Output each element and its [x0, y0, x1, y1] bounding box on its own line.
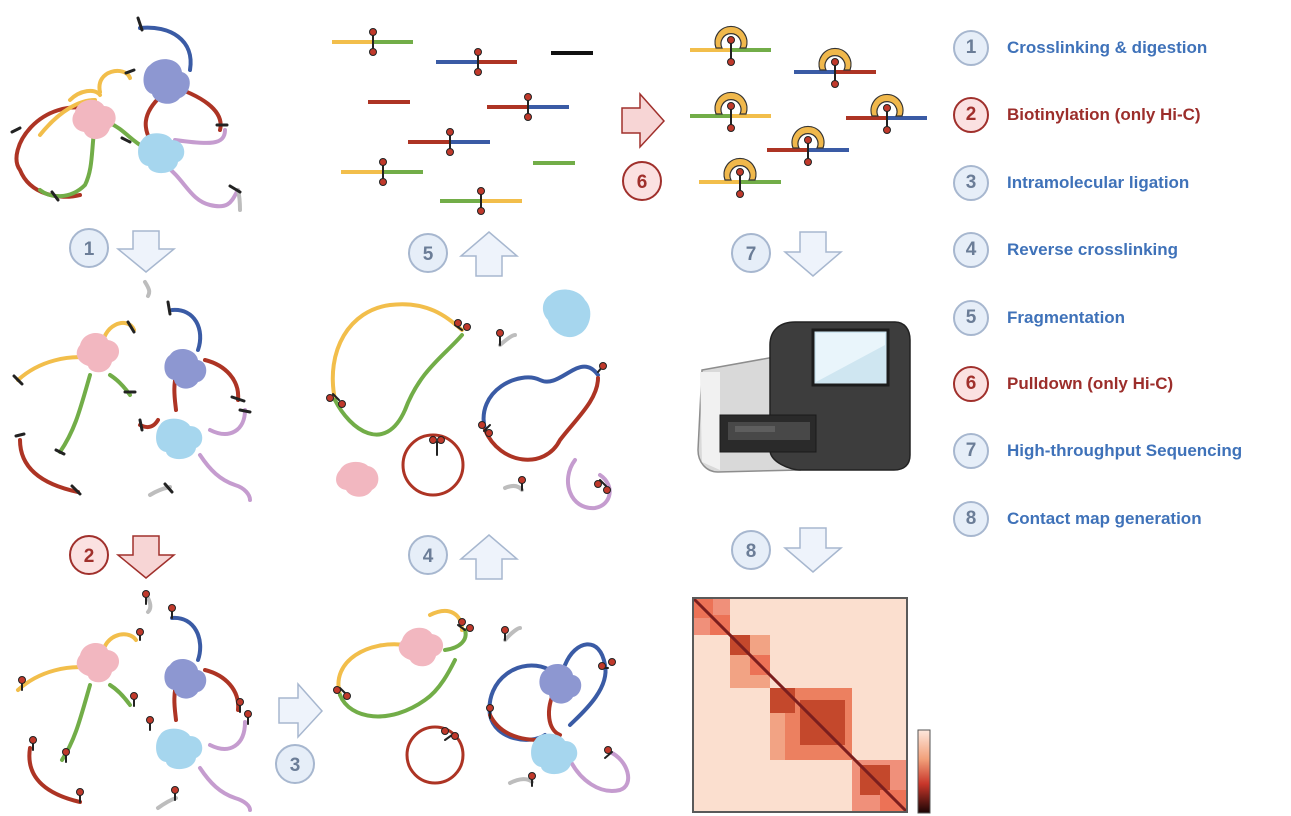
legend-badge-2: 2: [953, 97, 989, 133]
legend-badge-7: 7: [953, 433, 989, 469]
protein-blob-icon: [76, 333, 120, 373]
heatmap-colorbar: [917, 729, 931, 814]
step-2-number: 2: [84, 546, 95, 567]
crosslinked-chromatin-panel: [10, 16, 242, 212]
biotin-marker-icon: [727, 36, 891, 198]
protein-blob-icon: [72, 99, 116, 140]
step-4-number: 4: [423, 546, 434, 567]
sequencer-machine-icon: [697, 321, 911, 473]
protein-blob-icon: [138, 133, 185, 174]
legend-item-1: 1 Crosslinking & digestion: [953, 28, 1207, 68]
legend-label-4: Reverse crosslinking: [1007, 240, 1179, 259]
step-8-number: 8: [746, 541, 757, 562]
legend-item-4: 4 Reverse crosslinking: [953, 230, 1178, 270]
down-arrow-icon: [782, 231, 844, 277]
step-5-number: 5: [423, 244, 434, 265]
legend-item-8: 8 Contact map generation: [953, 499, 1202, 539]
legend-badge-3: 3: [953, 165, 989, 201]
step-3-marker: 3: [275, 682, 324, 784]
step-7-number: 7: [746, 244, 757, 265]
protein-blob-icon: [542, 289, 591, 338]
protein-blob-icon: [164, 348, 207, 389]
down-arrow-icon: [115, 535, 177, 579]
legend-item-6: 6 Pulldown (only Hi-C): [953, 364, 1173, 404]
protein-blob-icon: [531, 733, 578, 775]
pulldown-panel: [690, 25, 927, 198]
biotinylated-chromatin-panel: [16, 590, 252, 812]
legend-label-7: High-throughput Sequencing: [1007, 441, 1243, 460]
protein-blob-icon: [336, 461, 379, 497]
protein-blob-icon: [156, 418, 203, 460]
step-6-marker: 6: [621, 92, 666, 201]
digested-chromatin-panel: [12, 280, 252, 502]
protein-blob-icon: [164, 658, 207, 699]
biotin-marker-icon: [369, 28, 532, 215]
protein-blob-icon: [398, 627, 444, 667]
protein-blob-icon: [76, 643, 120, 683]
contact-map-heatmap: [691, 596, 909, 814]
legend-badge-8: 8: [953, 501, 989, 537]
legend-item-5: 5 Fragmentation: [953, 298, 1125, 338]
biotin-marker-icon: [326, 319, 611, 494]
step-1-marker: 1: [69, 228, 177, 273]
protein-blob-icon: [539, 663, 582, 704]
down-arrow-icon: [115, 230, 177, 273]
legend-label-3: Intramolecular ligation: [1007, 173, 1190, 192]
legend-item-7: 7 High-throughput Sequencing: [953, 431, 1242, 471]
step-2-marker: 2: [69, 535, 177, 579]
up-arrow-icon: [458, 534, 520, 580]
legend-badge-1: 1: [953, 30, 989, 66]
protein-blob-icon: [156, 728, 203, 770]
step-4-marker: 4: [408, 534, 520, 580]
step-5-marker: 5: [408, 231, 520, 277]
reverse-crosslinked-panel: [326, 289, 612, 511]
legend-badge-6: 6: [953, 366, 989, 402]
legend-label-8: Contact map generation: [1007, 509, 1202, 528]
biotin-marker-icon: [333, 618, 616, 780]
ligated-chromatin-panel: [333, 609, 631, 793]
step-6-number: 6: [637, 172, 648, 193]
step-7-marker: 7: [731, 231, 844, 277]
legend-label-6: Pulldown (only Hi-C): [1007, 374, 1174, 393]
protein-blob-icon: [143, 59, 190, 104]
up-arrow-icon: [458, 231, 520, 277]
step-1-number: 1: [84, 239, 95, 260]
legend-item-3: 3 Intramolecular ligation: [953, 163, 1189, 203]
right-arrow-icon: [621, 92, 666, 149]
step-8-marker: 8: [731, 527, 844, 573]
right-arrow-icon: [278, 682, 324, 739]
fragmented-dna-panel: [332, 28, 593, 215]
legend-badge-4: 4: [953, 232, 989, 268]
step-3-number: 3: [290, 755, 301, 776]
streptavidin-bead-icon: [714, 25, 904, 181]
legend-label-1: Crosslinking & digestion: [1007, 38, 1208, 57]
legend-item-2: 2 Biotinylation (only Hi-C): [953, 95, 1201, 135]
biotin-marker-icon: [18, 590, 252, 796]
legend-label-2: Biotinylation (only Hi-C): [1007, 105, 1201, 124]
down-arrow-icon: [782, 527, 844, 573]
legend-label-5: Fragmentation: [1007, 308, 1126, 327]
legend-badge-5: 5: [953, 300, 989, 336]
